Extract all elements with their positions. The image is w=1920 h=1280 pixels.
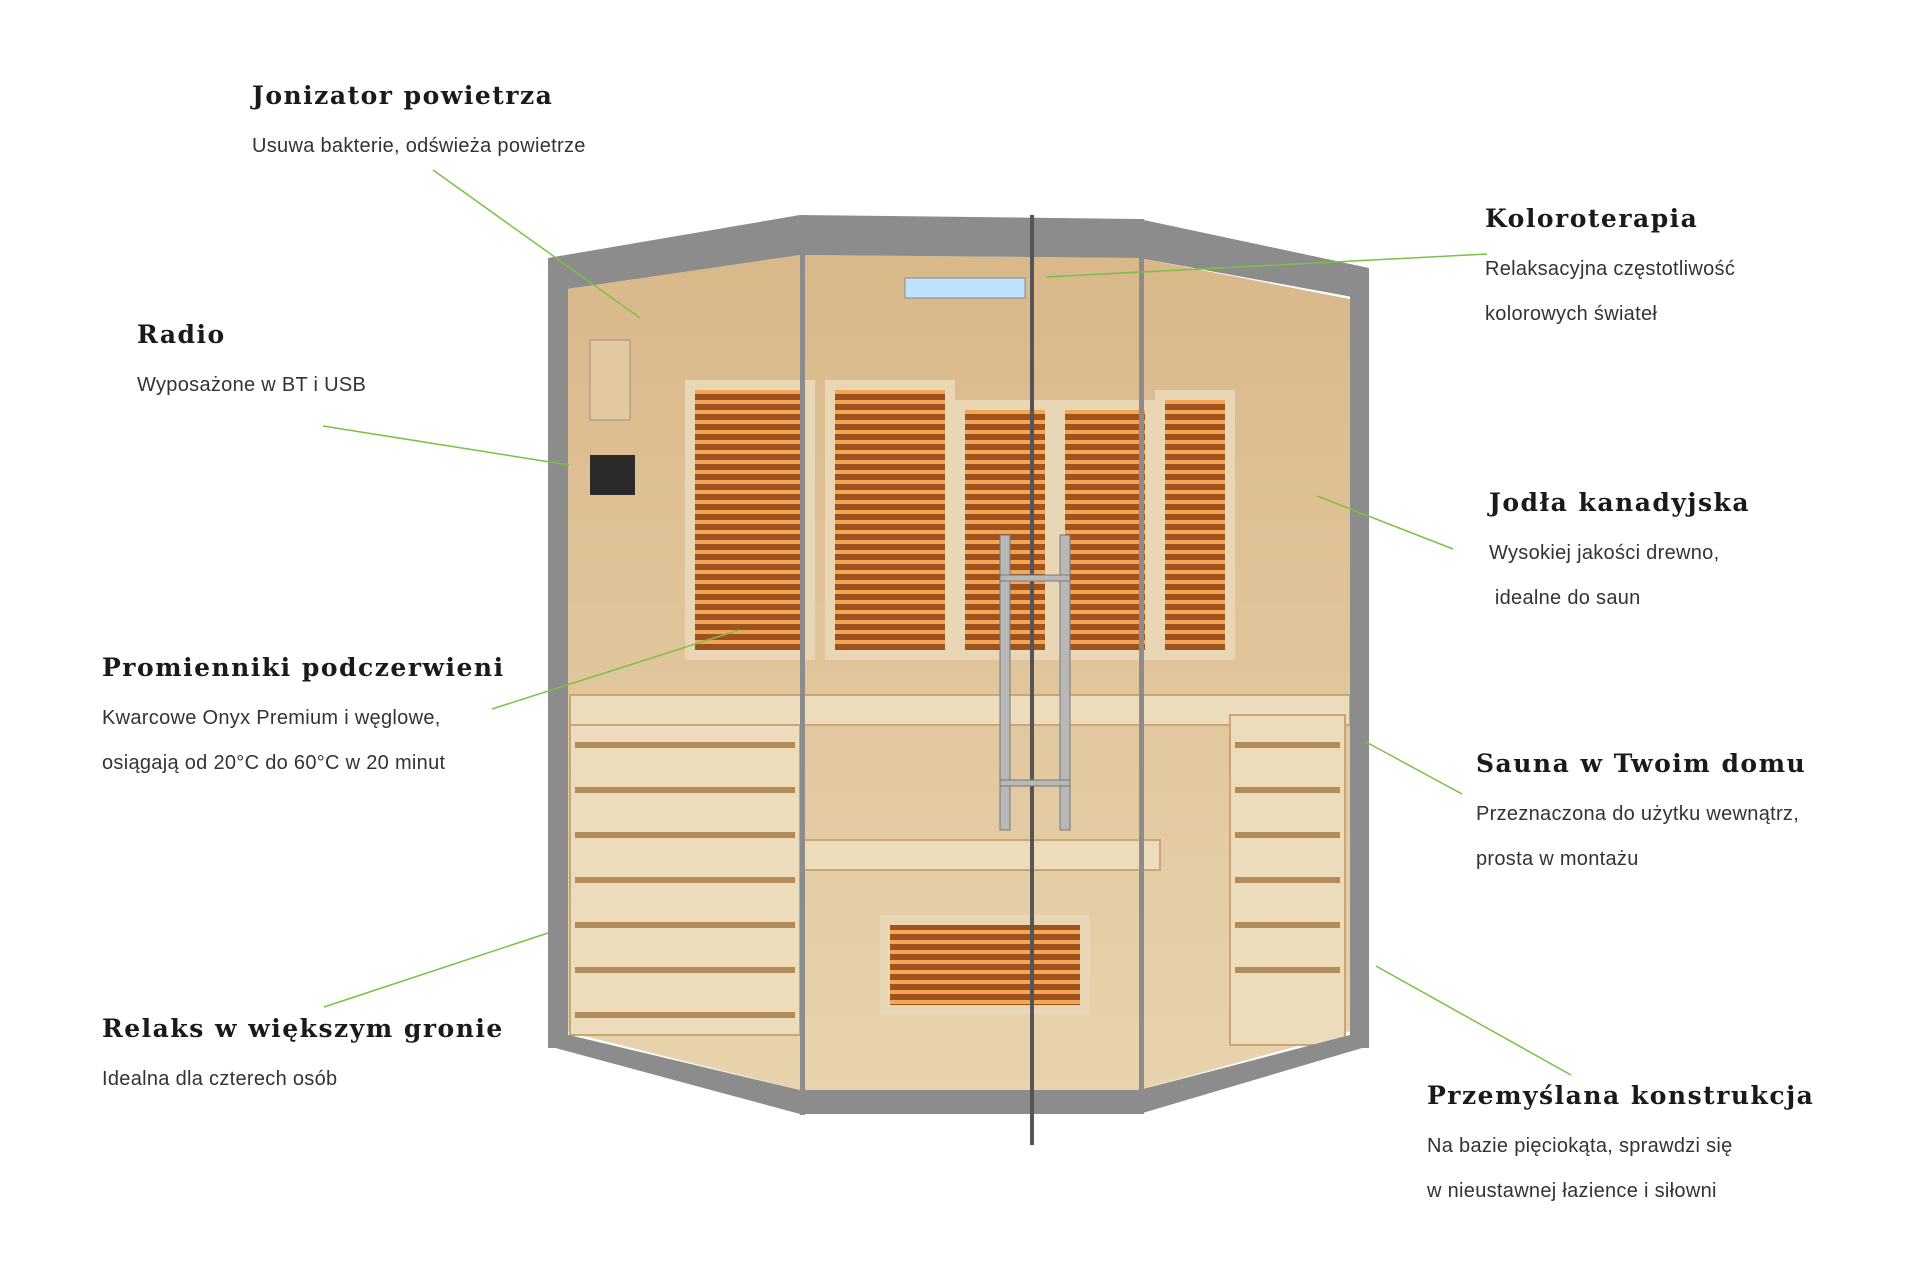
callout-line-construction — [1375, 965, 1572, 1076]
callout-line-wood — [1316, 495, 1454, 550]
door-handle — [999, 534, 1071, 831]
feature-title: Promienniki podczerwieni — [102, 653, 505, 682]
feature-title: Przemyślana konstrukcja — [1427, 1081, 1815, 1110]
left-post — [548, 258, 568, 1048]
feature-desc: Kwarcowe Onyx Premium i węglowe, — [102, 707, 441, 729]
color-light-panel — [904, 277, 1026, 299]
feature-desc: Relaksacyjna częstotliwość — [1485, 258, 1736, 280]
feature-desc: Idealna dla czterech osób — [102, 1068, 338, 1090]
feature-indoor-use: Sauna w Twoim domu Przeznaczona do użytk… — [1476, 748, 1806, 882]
radio-unit — [590, 455, 635, 495]
feature-infrared-heaters: Promienniki podczerwieni Kwarcowe Onyx P… — [102, 652, 505, 786]
infrared-heater-panel — [825, 380, 955, 660]
feature-title: Koloroterapia — [1485, 204, 1699, 233]
infrared-heater-panel — [1155, 390, 1235, 660]
infrared-heater-panel — [685, 380, 815, 660]
feature-desc: Usuwa bakterie, odświeża powietrze — [252, 135, 586, 157]
feature-title: Radio — [137, 320, 226, 349]
callout-line-indoor — [1365, 741, 1463, 795]
feature-desc: Wyposażone w BT i USB — [137, 374, 367, 396]
feature-title: Jonizator powietrza — [252, 81, 554, 110]
feature-ionizer: Jonizator powietrza Usuwa bakterie, odśw… — [252, 80, 586, 169]
infrared-heater-panel — [1055, 400, 1155, 660]
feature-desc: Wysokiej jakości drewno, — [1489, 542, 1720, 564]
callout-line-color-therapy — [1045, 253, 1488, 278]
feature-desc: idealne do saun — [1489, 587, 1641, 609]
sauna-frame — [548, 215, 1369, 1115]
callout-line-heaters — [491, 629, 740, 710]
feature-desc: prosta w montażu — [1476, 848, 1639, 870]
base-frame — [548, 1030, 1369, 1114]
feature-desc: osiągają od 20°C do 60°C w 20 minut — [102, 752, 446, 774]
bench-slats — [575, 742, 1340, 1018]
front-left-post — [800, 215, 805, 1115]
infrared-heater-panel — [880, 915, 1090, 1015]
feature-color-therapy: Koloroterapia Relaksacyjna częstotliwość… — [1485, 203, 1735, 337]
callout-line-ionizer — [432, 169, 641, 319]
feature-title: Relaks w większym gronie — [102, 1014, 504, 1043]
bench-top — [569, 694, 1351, 726]
infrared-heaters — [685, 380, 1235, 1015]
right-post — [1350, 268, 1369, 1048]
feature-radio: Radio Wyposażone w BT i USB — [137, 319, 366, 408]
feature-construction: Przemyślana konstrukcja Na bazie pięciok… — [1427, 1080, 1814, 1214]
feature-title: Jodła kanadyjska — [1489, 488, 1751, 517]
callout-lines — [322, 169, 1572, 1076]
feature-desc: kolorowych świateł — [1485, 303, 1658, 325]
feature-desc: w nieustawnej łazience i siłowni — [1427, 1180, 1717, 1202]
feature-desc: Przeznaczona do użytku wewnątrz, — [1476, 803, 1800, 825]
callout-line-radio — [322, 425, 570, 466]
callout-line-capacity — [323, 932, 549, 1008]
lower-bench — [799, 839, 1161, 871]
feature-title: Sauna w Twoim domu — [1476, 749, 1807, 778]
front-right-post — [1139, 219, 1144, 1114]
control-panel — [589, 339, 631, 421]
feature-capacity: Relaks w większym gronie Idealna dla czt… — [102, 1013, 504, 1102]
feature-wood: Jodła kanadyjska Wysokiej jakości drewno… — [1489, 487, 1750, 621]
glass-door-edge — [1030, 215, 1034, 1145]
feature-desc: Na bazie pięciokąta, sprawdzi się — [1427, 1135, 1733, 1157]
roof-frame — [548, 215, 1369, 300]
